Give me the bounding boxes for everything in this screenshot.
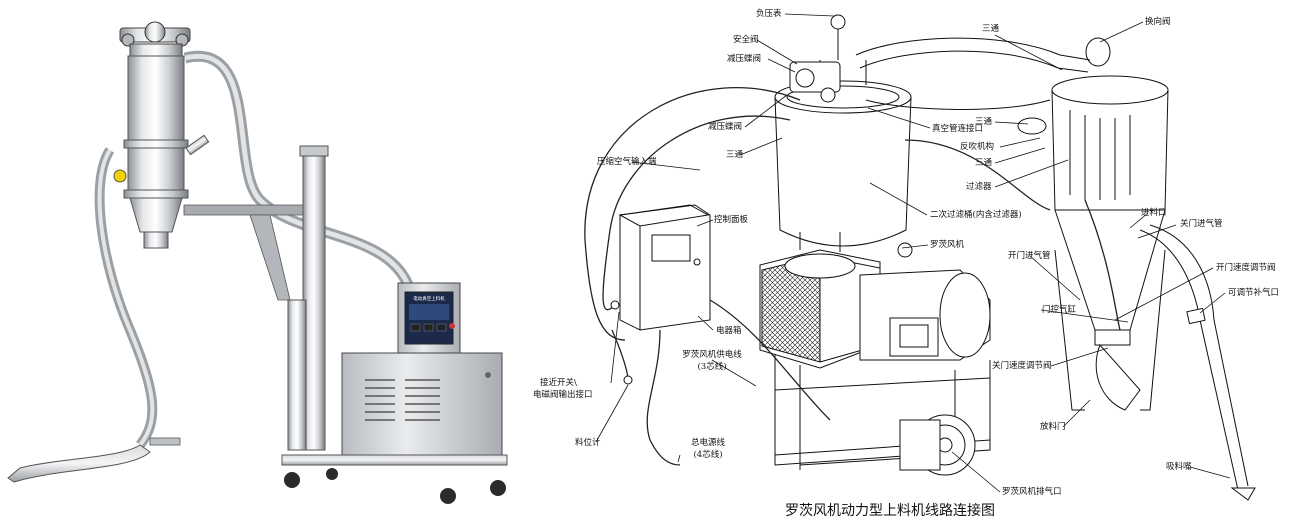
label-blower-power-cable-cores: (3芯线) [697, 362, 727, 372]
label-main-power-cable: 总电源线 [690, 438, 725, 448]
vent-slots [365, 379, 440, 421]
label-open-door-air-pipe: 开门进气管 [1008, 251, 1051, 261]
label-secondary-filter-barrel: 二次过滤桶(内含过滤器) [930, 210, 1022, 220]
label-discharge-door: 放料门 [1040, 422, 1066, 432]
electrical-cabinet [341, 352, 503, 466]
control-panel-title: 电动真空上料机 [413, 295, 445, 302]
air-pipe-top [855, 37, 1091, 61]
diagram-caption: 罗茨风机动力型上料机线路连接图 [785, 503, 995, 519]
label-solenoid-valve-output: 电磁阀输出接口 [533, 390, 593, 400]
label-reversing-valve: 换向阀 [1145, 17, 1171, 27]
suction-nozzle [7, 444, 151, 483]
callout-leaders [595, 13, 1231, 493]
label-close-door-air-pipe: 关门进气管 [1180, 219, 1223, 229]
label-blower-exhaust: 罗茨风机排气口 [1002, 487, 1062, 497]
label-proximity-switch: 接近开关\ [540, 378, 577, 388]
label-tee-right-1: 三通 [975, 117, 993, 127]
suction-hose [183, 50, 416, 293]
electrical-box [618, 204, 711, 331]
label-electrical-box: 电器箱 [716, 326, 742, 336]
label-safety-valve: 安全阀 [733, 35, 759, 45]
label-backblow-mechanism: 反吹机构 [960, 142, 995, 152]
label-control-panel: 控制面板 [714, 215, 749, 225]
label-suction-nozzle: 吸料嘴 [1166, 462, 1192, 472]
label-reducing-butterfly-valve-mid: 减压蝶阀 [708, 122, 743, 132]
blower-stand [774, 355, 991, 476]
label-open-door-speed-valve: 开门速度调节阀 [1216, 263, 1276, 273]
cyclone-hopper [1017, 37, 1169, 411]
label-filter: 过滤器 [966, 182, 992, 192]
label-main-power-cable-cores: (4芯线) [693, 450, 723, 460]
label-door-cylinder: 门控气缸 [1042, 305, 1077, 315]
secondary-filter-barrel [774, 14, 912, 247]
loader-product-illustration: 电动真空上料机 [7, 21, 508, 504]
roots-blower [759, 232, 991, 369]
label-adjustable-air-inlet: 可调节补气口 [1228, 288, 1280, 298]
label-roots-blower: 罗茨风机 [930, 240, 965, 250]
label-tee-top: 三通 [982, 24, 1000, 34]
hopper-cylinder [127, 55, 185, 199]
label-reducing-butterfly-valve-top: 减压蝶阀 [727, 54, 762, 64]
wiring-schematic [584, 14, 1256, 501]
label-level-sensor: 料位计 [575, 438, 601, 448]
label-tee-right-2: 三通 [975, 158, 993, 168]
label-blower-power-cable: 罗茨风机供电线 [682, 350, 742, 360]
label-vacuum-pipe-connector: 真空管连接口 [932, 124, 984, 134]
label-compressed-air-inlet: 压缩空气输入端 [597, 157, 657, 167]
label-pressure-gauge: 负压表 [756, 9, 782, 19]
label-feed-inlet: 进料口 [1141, 208, 1167, 218]
label-tee-left: 三通 [726, 150, 744, 160]
label-close-door-speed-valve: 关门速度调节阀 [992, 361, 1052, 371]
caster-wheels [284, 468, 506, 504]
cables [584, 87, 1121, 466]
